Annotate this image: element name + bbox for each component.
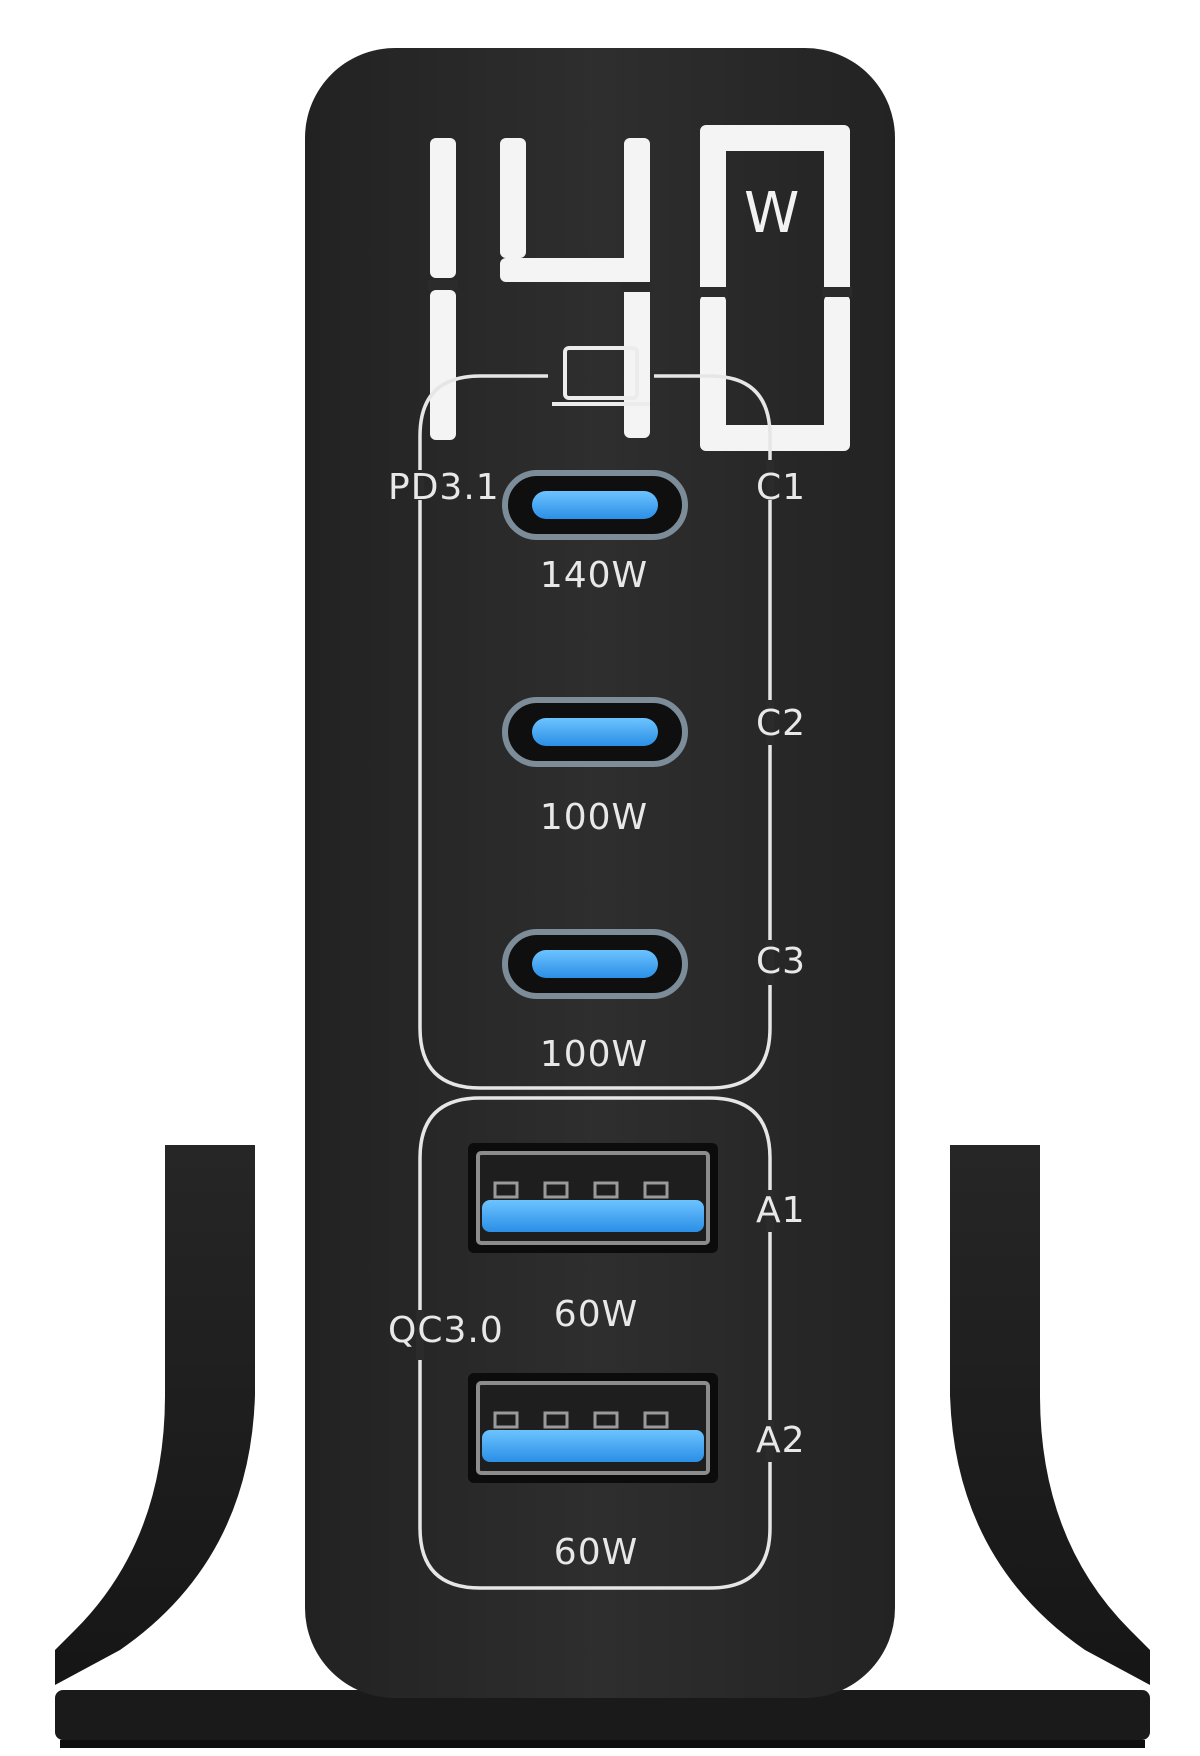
usb-a-port-a2[interactable] [468,1373,718,1483]
laptop-icon [552,346,650,406]
usb-c-port-c2[interactable] [502,697,688,767]
power-display [428,125,852,451]
port-id-c1: C1 [756,467,807,508]
pd-protocol-label: PD3.1 [388,467,500,508]
charger-body [305,48,895,1698]
usb-a-port-a1[interactable] [468,1143,718,1253]
charger-stand [55,1145,1150,1748]
usb-c-group-outline [416,374,774,1090]
port-id-a1: A1 [756,1190,806,1231]
port-id-c2: C2 [756,703,807,744]
qc-protocol-label: QC3.0 [388,1310,504,1351]
usb-a-group-outline [416,1096,774,1590]
port-power-a2: 60W [553,1532,639,1573]
port-power-c3: 100W [539,1034,649,1075]
display-unit: W [744,181,801,246]
usb-c-port-c3[interactable] [502,929,688,999]
port-power-c1: 140W [539,555,649,596]
usb-c-port-c1[interactable] [502,470,688,540]
port-power-a1: 60W [553,1294,639,1335]
port-id-c3: C3 [756,941,807,982]
port-power-c2: 100W [539,797,649,838]
port-id-a2: A2 [756,1420,806,1461]
